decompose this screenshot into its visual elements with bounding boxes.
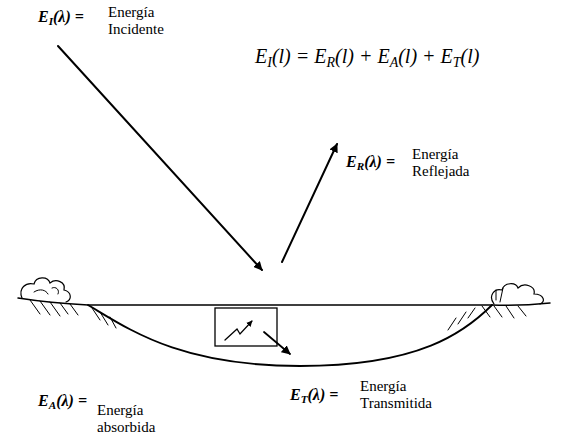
reflected-arrow bbox=[282, 144, 337, 262]
absorption-arrow bbox=[225, 321, 252, 340]
incident-arrow bbox=[58, 46, 262, 270]
water-volume bbox=[215, 308, 277, 346]
symbol-label: ET(λ) = bbox=[290, 386, 338, 404]
bank-hatching bbox=[30, 300, 526, 330]
symbol-label: EA(λ) = bbox=[38, 392, 87, 410]
symbol-label: EI(λ) = bbox=[38, 8, 84, 26]
bush-right bbox=[492, 284, 544, 304]
equation-label: EI(l) = ER(l) + EA(l) + ET(l) bbox=[255, 45, 479, 68]
bush-left bbox=[21, 278, 70, 302]
caption-label: Energía Transmitida bbox=[360, 378, 432, 413]
bush-left-detail bbox=[34, 287, 59, 294]
transmitted-arrow bbox=[264, 332, 290, 354]
caption-label: Energía Incidente bbox=[108, 4, 164, 39]
reeds-right bbox=[496, 288, 503, 302]
caption-label: Energía Reflejada bbox=[412, 146, 469, 181]
symbol-label: ER(λ) = bbox=[346, 153, 395, 171]
caption-label: Energía absorbida bbox=[97, 402, 155, 437]
basin-outline bbox=[88, 305, 492, 366]
water-surface bbox=[18, 298, 550, 305]
